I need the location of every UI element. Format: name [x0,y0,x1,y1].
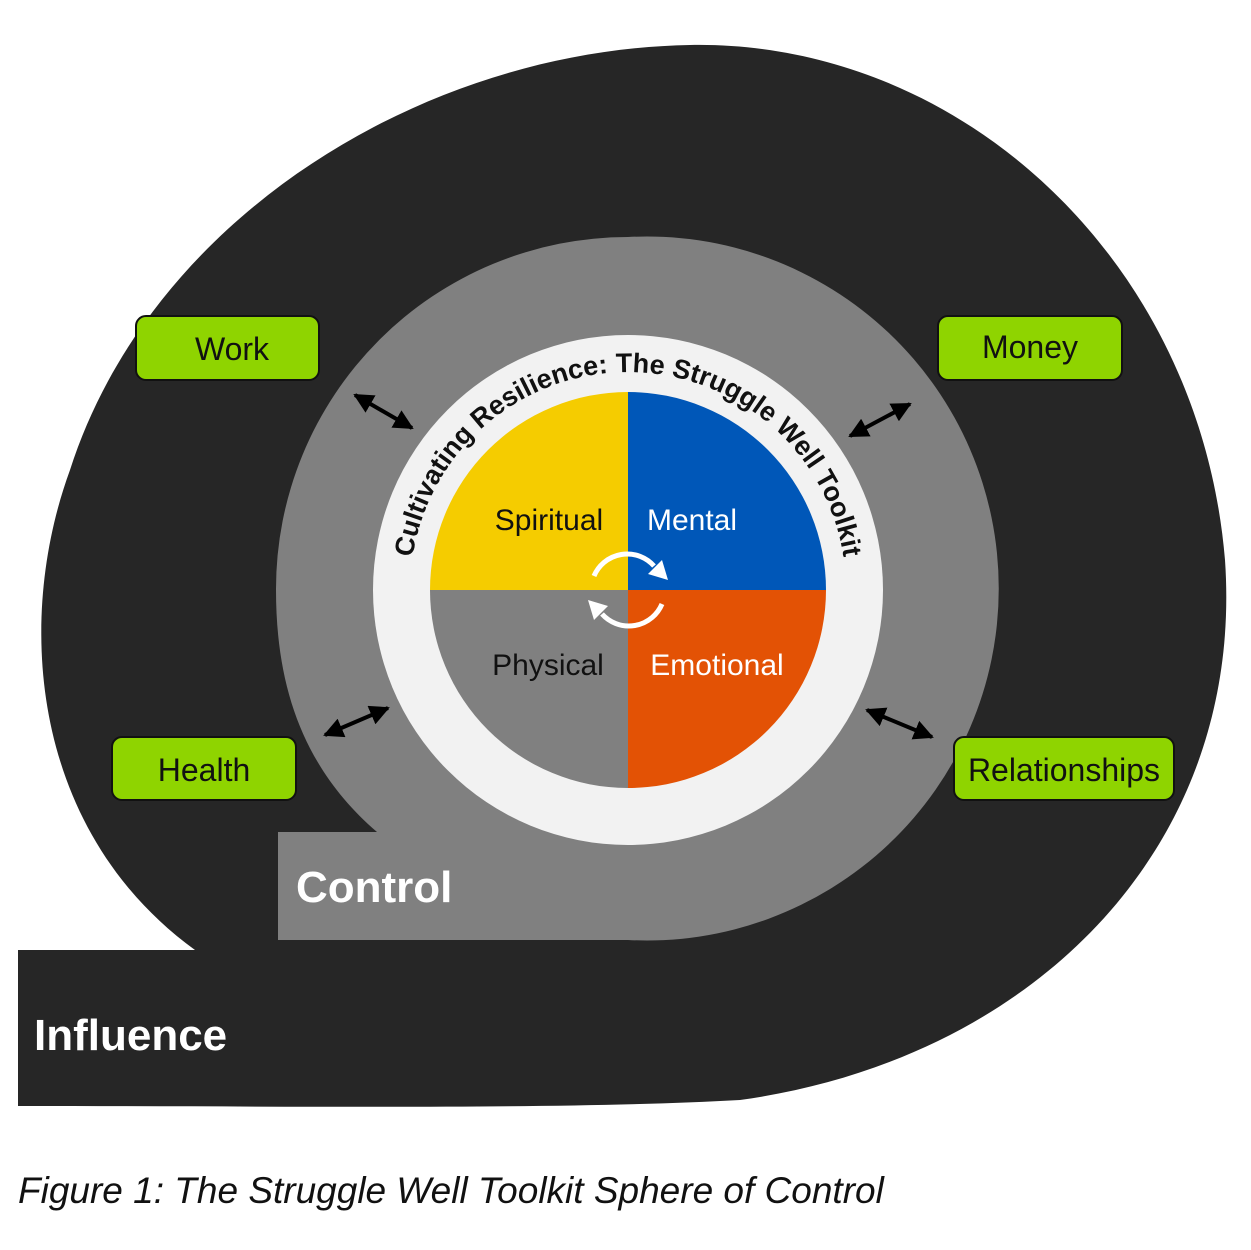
control-label: Control [296,863,452,912]
emotional-quadrant [628,590,826,788]
cycle-arrows-icon [588,551,668,629]
relationships-box: Relationships [953,736,1175,801]
relationships-label: Relationships [968,752,1160,788]
spiritual-quadrant [430,392,628,590]
health-arrow [323,705,390,738]
physical-quadrant [430,590,628,788]
emotional-label: Emotional [650,649,783,682]
money-box: Money [937,315,1123,381]
influence-label: Influence [34,1011,227,1060]
relationships-arrow [865,707,934,740]
money-label: Money [982,329,1078,365]
health-label: Health [158,752,251,788]
money-arrow [848,402,912,438]
spiritual-label: Spiritual [495,504,603,537]
work-label: Work [195,331,270,367]
physical-label: Physical [492,649,604,682]
work-box: Work [135,315,320,381]
health-box: Health [111,736,297,801]
mental-quadrant [628,392,826,590]
figure-caption: Figure 1: The Struggle Well Toolkit Sphe… [18,1170,886,1211]
mental-label: Mental [647,504,737,537]
work-arrow [353,393,414,430]
